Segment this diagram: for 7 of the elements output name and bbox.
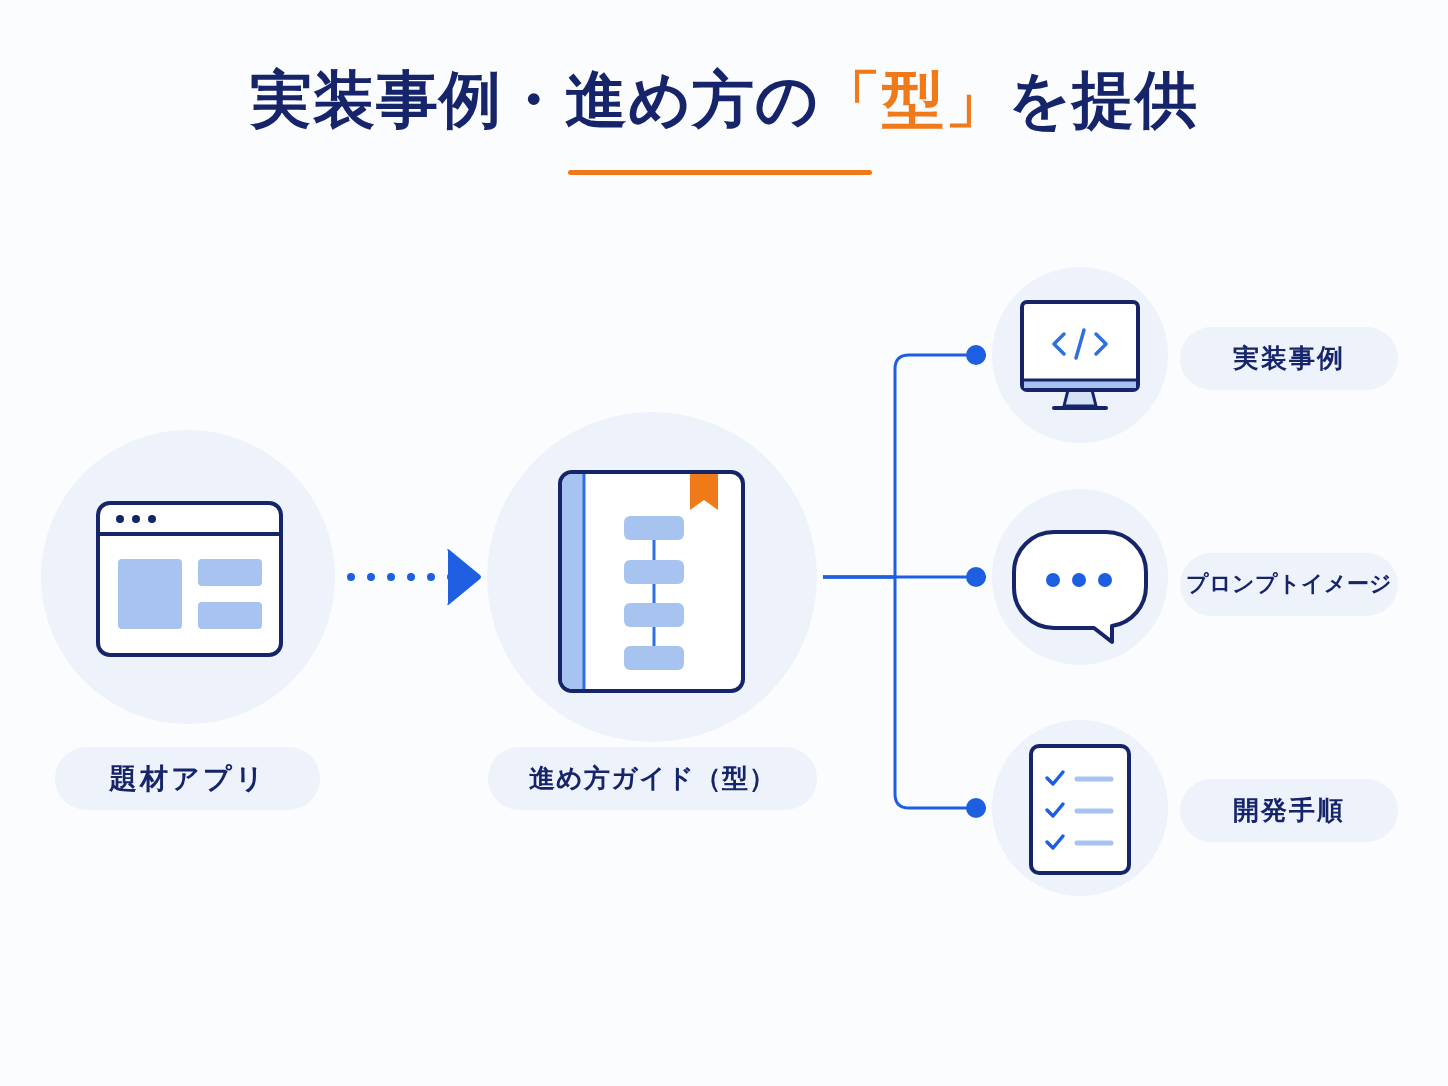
step-label: 実装事例 — [1233, 342, 1345, 375]
diagram-title: 実装事例・進め方の「型」を提供 — [249, 62, 1199, 138]
step-label: 開発手順 — [1233, 794, 1345, 827]
step-label: 進め方ガイド（型） — [529, 762, 776, 795]
dot-end-connector — [823, 575, 986, 818]
step-label: 題材アプリ — [108, 761, 267, 796]
step-label: プロンプトイメージ — [1186, 571, 1392, 598]
